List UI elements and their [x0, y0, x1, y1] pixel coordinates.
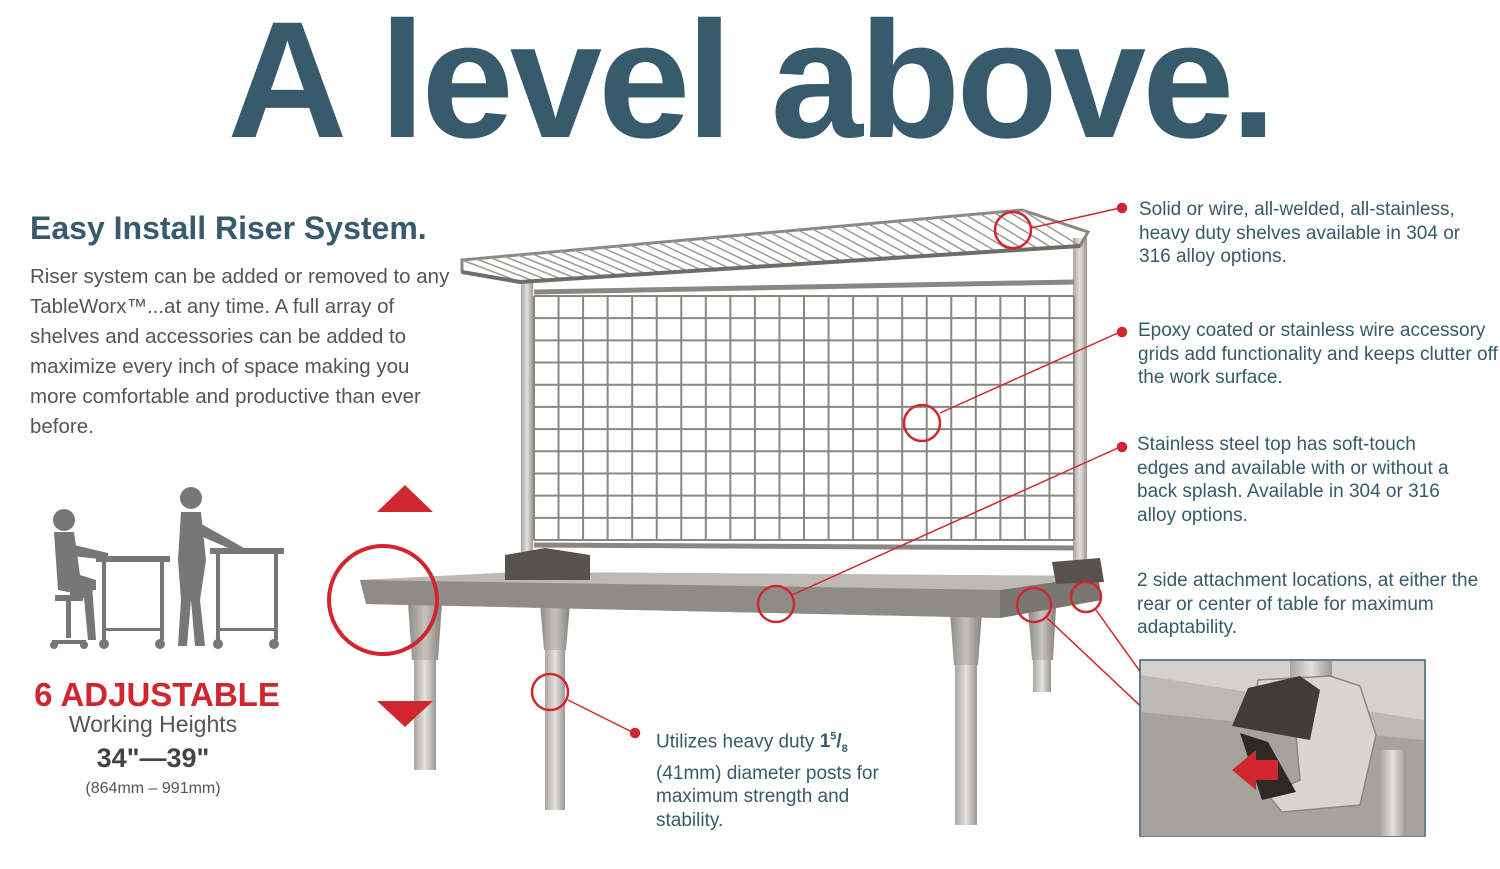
insertion-arrow-icon	[1232, 750, 1278, 790]
adjustable-metric: (864mm – 991mm)	[85, 780, 221, 797]
up-arrow-icon	[377, 485, 433, 512]
adjustable-title: 6 ADJUSTABLE	[34, 676, 280, 713]
sitting-person-icon	[50, 509, 170, 649]
adjustable-range: 34"—39"	[96, 743, 210, 773]
callout-posts-suffix: (41mm) diameter posts for maximum streng…	[656, 762, 879, 831]
wire-shelf	[460, 208, 1091, 285]
table-top	[360, 572, 1102, 618]
callout-posts-prefix: Utilizes heavy duty	[656, 731, 815, 753]
fraction-whole: 1	[819, 731, 831, 753]
wire-grid	[533, 279, 1075, 551]
callout-grids: Epoxy coated or stainless wire accessory…	[1138, 320, 1498, 388]
intro-paragraph: Riser system can be added or removed to …	[30, 265, 450, 438]
standing-person-icon	[178, 487, 284, 649]
callout-shelves: Solid or wire, all-welded, all-stainless…	[1139, 199, 1461, 267]
fraction-numerator: 5	[830, 731, 837, 743]
callout-markers	[327, 202, 1213, 772]
riser-posts	[505, 238, 1104, 584]
fraction-denominator: 8	[841, 743, 848, 756]
table-legs	[408, 603, 1056, 825]
down-arrow-icon	[377, 701, 433, 727]
post-diameter-fraction: 15/8	[819, 731, 848, 756]
attachment-detail-inset	[1139, 659, 1426, 837]
page-title: A level above.	[227, 0, 1276, 173]
adjustable-subtitle: Working Heights	[68, 711, 238, 737]
callout-posts: Utilizes heavy duty 15/8 (41mm) diameter…	[656, 726, 916, 832]
callout-attachment: 2 side attachment locations, at either t…	[1137, 570, 1479, 638]
callout-top: Stainless steel top has soft-touch edges…	[1137, 434, 1449, 526]
section-heading: Easy Install Riser System.	[30, 210, 427, 246]
